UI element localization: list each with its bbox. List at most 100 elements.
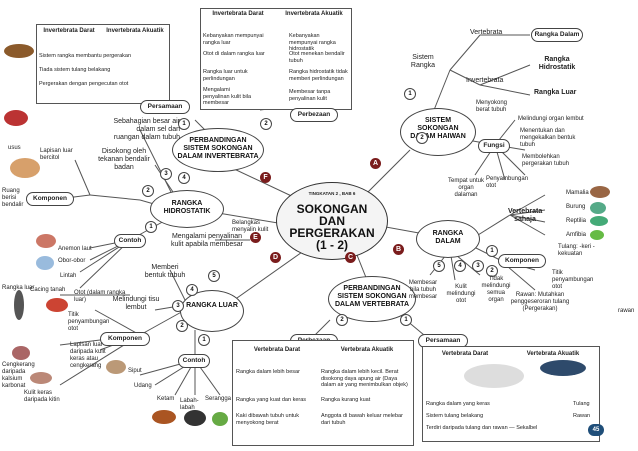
label-tidak: Tidak melindungi semua organ — [481, 276, 511, 303]
label-cacing: Cacing tanah — [30, 287, 66, 293]
step-number: 1 — [404, 88, 416, 100]
table-cell: Rangka luar untuk perlindungan — [203, 69, 248, 82]
table-cell: Rangka yang kuat dan keras — [236, 397, 307, 403]
shell-icon — [12, 346, 30, 360]
table-head: Vertebrata Darat — [253, 347, 301, 353]
table-cell: Rangka hidrostatik tidak memberi perlind… — [289, 69, 348, 82]
table-head: Vertebrata Akuatik — [526, 351, 580, 357]
hydra-icon — [10, 158, 40, 178]
table-head: Invertebrata Akuatik — [106, 28, 164, 34]
table-row: Sistem tulang belakang — [426, 413, 484, 419]
label-usus: usus — [8, 145, 21, 151]
centipede-icon — [14, 290, 24, 320]
step-number: 2 — [260, 118, 272, 130]
table-cell: Kebanyakan mempunyai rangka hidrostatik — [289, 33, 336, 52]
table-head: Vertebrata Akuatik — [340, 347, 394, 353]
label-penyambungan: Penyambungan otot — [486, 176, 529, 189]
step-number: 1 — [178, 118, 190, 130]
label-serangga: Serangga — [205, 396, 232, 402]
step-number: 3 — [160, 168, 172, 180]
persamaan-top-label: Persamaan — [140, 100, 190, 114]
table-cell: Otot menekan bendalir tubuh — [289, 51, 345, 64]
step-number: 5 — [208, 270, 220, 282]
label-sebahagian: Sebahagian besar air dalam sel dan ruang… — [113, 118, 180, 141]
branch-badge-b: B — [393, 244, 404, 255]
node-title: RANGKA DALAM — [432, 230, 464, 245]
branch-badge-f: F — [260, 172, 271, 183]
jellyfish-icon — [36, 256, 54, 270]
table-row: Tiada sistem tulang belakang — [39, 67, 111, 73]
step-number: 3 — [472, 260, 484, 272]
chapter-label: TINGKATAN 2 , BAB 6 — [308, 191, 356, 196]
table-cell: Kebanyakan mempunyai rangka luar — [203, 33, 264, 46]
label-belangkas: Belangkas menyalin kulit — [232, 220, 269, 233]
table-invert-similarities: Invertebrata Darat Invertebrata Akuatik … — [36, 24, 170, 104]
step-number: 1 — [145, 221, 157, 233]
table-cell: Rangka dalam lebih besar — [236, 369, 300, 375]
table-cell: Kaki dibawah tubuh untuk menyokong berat — [236, 413, 299, 426]
label-kulit-keras: Kulit keras daripada kitin — [24, 390, 60, 403]
step-number: 2 — [416, 132, 428, 144]
step-number: 1 — [486, 245, 498, 257]
step-number: 2 — [486, 265, 498, 277]
label-anemon: Anemon laut — [58, 246, 92, 252]
table-cell: Rangka kurang kuat — [321, 397, 371, 403]
label-kulit-lindung: Kulit melindungi otot — [446, 284, 476, 304]
table-cell: Membesar tanpa penyalinan kulit — [289, 89, 331, 102]
table-cell: Anggota di bawah keluar melebar dari tub… — [321, 413, 403, 426]
step-number: 3 — [172, 300, 184, 312]
label-melindungi: Melindungi tisu lembut — [112, 296, 160, 311]
perbezaan-top-label: Perbezaan — [290, 108, 338, 122]
step-number: 1 — [198, 334, 210, 346]
table-row: Pergerakan dengan pengecutan otot — [39, 81, 129, 87]
branch-badge-d: D — [270, 252, 281, 263]
label-titik-dalam: Titik penyambungan otot — [552, 270, 594, 290]
label-fungsi: Fungsi — [478, 139, 510, 153]
node-rangka-hidrostatik: RANGKA HIDROSTATIK — [150, 190, 224, 228]
label-vertebrata: Vertebrata — [470, 29, 503, 36]
node-rangka-luar: RANGKA LUAR — [180, 290, 244, 332]
node-title: PERBANDINGAN SISTEM SOKONGAN DALAM VERTE… — [334, 285, 409, 308]
branch-badge-e: E — [250, 232, 261, 243]
label-rangka-luar-top: Rangka Luar — [534, 89, 577, 96]
label-rangka-dalam-top: Rangka Dalam — [531, 28, 583, 42]
label-menentukan: Menentukan dan mengekalkan bentuk tubuh — [520, 128, 576, 148]
label-obor: Obor-obor — [58, 258, 86, 264]
label-ruang: Ruang berisi bendalir — [2, 188, 24, 208]
reptile-icon — [590, 216, 608, 226]
step-number: 2 — [176, 320, 188, 332]
label-membolehkan: Membolehkan pergerakan tubuh — [522, 154, 570, 167]
anemone-icon — [36, 234, 56, 248]
label-rangka-luar: Rangka luar — [2, 285, 35, 291]
skeleton-icon — [464, 364, 524, 388]
mammal-icon — [590, 186, 610, 198]
skeleton-tag: Rawan — [573, 413, 591, 419]
label-labah: Labah-labah — [180, 398, 199, 411]
step-number: 5 — [433, 260, 445, 272]
table-head: Invertebrata Darat — [43, 28, 95, 34]
label-otot-luar: Otot (dalam rangka luar) — [74, 290, 126, 303]
title-line: (1 - 2) — [315, 238, 348, 252]
skeleton-tag: Tulang — [573, 401, 590, 407]
whale-icon — [540, 360, 586, 376]
step-number: 4 — [186, 284, 198, 296]
label-cengkerang: Cengkerang daripada kalsium karbonat — [2, 362, 35, 389]
label-disokong: Disokong oleh tekanan bendalir badan — [98, 148, 150, 171]
label-sistem-rangka: Sistem Rangka — [410, 54, 436, 69]
label-vertebrata-sahaja: Vertebrata sahaja — [508, 208, 543, 223]
label-contoh-luar: Contoh — [178, 354, 210, 368]
node-sistem-sokongan: SISTEM SOKONGAN DALAM HAIWAN — [400, 108, 476, 156]
step-number: 4 — [178, 172, 190, 184]
label-titik: Titik penyambungan otot — [68, 312, 110, 332]
step-number: 2 — [336, 314, 348, 326]
table-cell: Rangka dalam lebih kecil. Berat disokong… — [321, 369, 408, 388]
branch-badge-c: C — [345, 252, 356, 263]
table-vert-differences: Vertebrata Darat Vertebrata Akuatik Rang… — [232, 340, 414, 446]
step-number: 1 — [400, 314, 412, 326]
label-siput: Siput — [128, 368, 142, 374]
table-row: Sistem rangka membantu pergerakan — [39, 53, 132, 59]
table-row: Rangka dalam yang keras — [426, 401, 490, 407]
branch-badge-a: A — [370, 158, 381, 169]
label-tempat: Tempat untuk organ dalaman — [447, 178, 485, 198]
